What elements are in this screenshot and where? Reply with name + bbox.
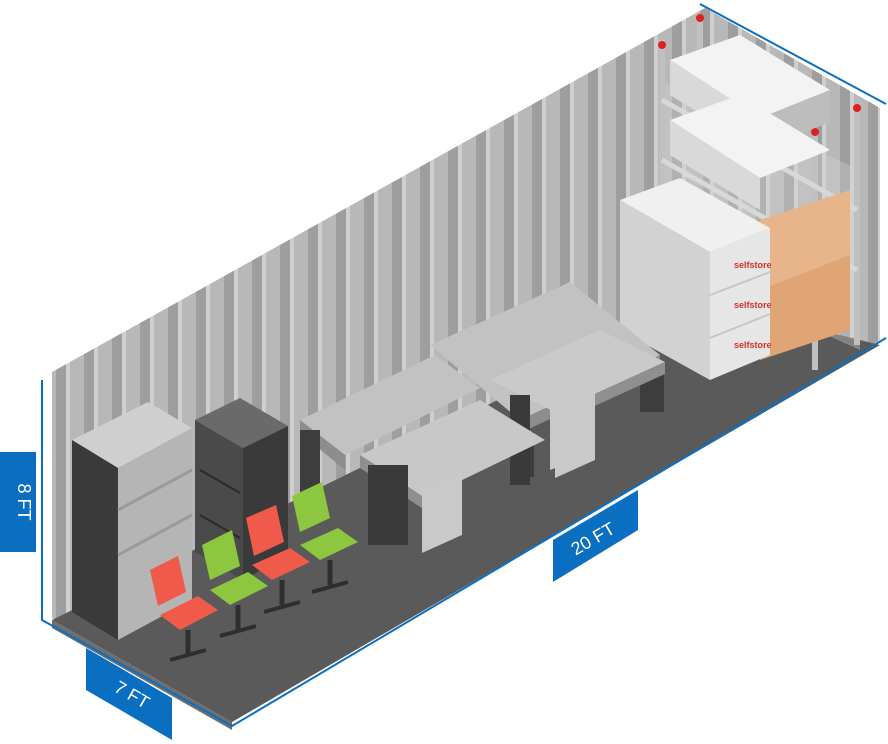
office-chair-green — [292, 482, 358, 594]
desk-back-left — [300, 355, 480, 500]
desk-front-right — [490, 330, 665, 485]
floor — [52, 300, 880, 722]
height-dimension-label: 8 FT — [14, 483, 34, 520]
stacked-storage-boxes: selfstore selfstore selfstore — [620, 178, 772, 380]
container-outline — [41, 337, 887, 728]
filing-cabinet — [195, 398, 288, 580]
bookcase — [72, 402, 193, 640]
height-dimension-badge: 8 FT — [0, 452, 36, 552]
box-brand-label: selfstore — [734, 300, 772, 310]
box-brand-label: selfstore — [734, 260, 772, 270]
office-chair-red — [246, 505, 310, 614]
desk-front-left — [360, 400, 545, 553]
office-chair-red — [150, 556, 218, 662]
container-top-edge — [699, 3, 887, 105]
office-chair-green — [202, 530, 268, 638]
box-brand-label: selfstore — [734, 340, 772, 350]
